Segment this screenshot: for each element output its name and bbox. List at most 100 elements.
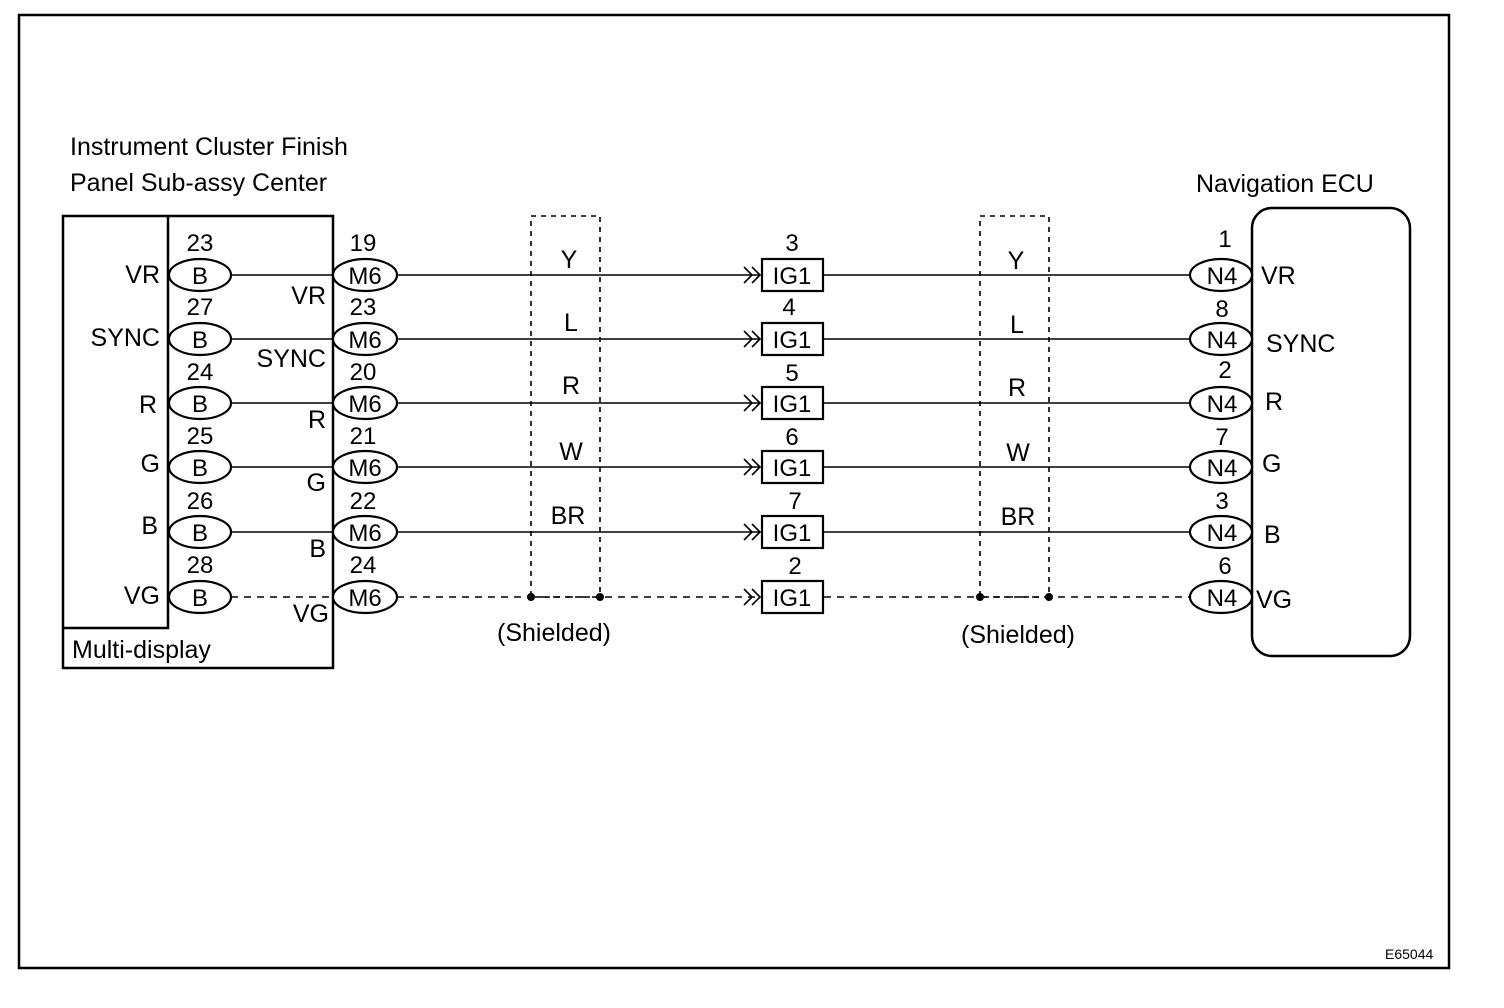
connector-arrow-icon <box>743 523 762 541</box>
left-pin-connector <box>167 257 233 293</box>
ig1-pin-number: 6 <box>785 424 798 451</box>
n4-pin-connector-label: N4 <box>1207 455 1238 482</box>
m6-pin-connector <box>331 257 399 293</box>
m6-pin-number: 24 <box>350 552 377 579</box>
ig1-pin-connector-label: IG1 <box>773 263 812 290</box>
right-pin-signal: VG <box>1256 586 1292 614</box>
m6-pin-connector-label: M6 <box>348 520 381 547</box>
wire-color-left: Y <box>561 246 578 274</box>
m6-pin-connector <box>331 385 399 421</box>
right-component-title: Navigation ECU <box>1196 170 1374 198</box>
ig1-pin-connector-label: IG1 <box>773 327 812 354</box>
n4-pin-number: 7 <box>1215 424 1228 451</box>
m6-pin-connector <box>331 321 399 357</box>
wire-color-left: R <box>562 372 580 400</box>
left-pin-connector <box>167 514 233 550</box>
left-pin-signal: G <box>141 450 160 478</box>
left-pin-connector <box>167 385 233 421</box>
m6-pin-signal: VR <box>291 282 326 310</box>
ig1-pin-connector-label: IG1 <box>773 520 812 547</box>
wire-color-right: BR <box>1001 503 1036 531</box>
left-pin-connector-label: B <box>192 263 208 290</box>
left-pin-connector-label: B <box>192 520 208 547</box>
left-pin-number: 23 <box>187 230 214 257</box>
wire-color-right: L <box>1010 311 1024 339</box>
n4-pin-connector <box>1188 385 1254 421</box>
wire-color-right: Y <box>1008 247 1025 275</box>
shield-left <box>530 215 601 598</box>
circuit-row-4: B B 26 B M6 22 BR IG1 7 BR N4 3 B <box>141 488 1280 563</box>
ig1-pin-number: 4 <box>782 294 795 321</box>
m6-pin-connector-label: M6 <box>348 263 381 290</box>
m6-pin-connector <box>331 449 399 485</box>
shield-label-left: (Shielded) <box>497 619 611 647</box>
left-pin-number: 24 <box>187 359 214 386</box>
n4-pin-connector <box>1188 257 1254 293</box>
connector-arrow-icon <box>743 588 762 606</box>
figure-frame <box>17 13 1451 970</box>
n4-pin-number: 3 <box>1215 488 1228 515</box>
m6-pin-connector-label: M6 <box>348 391 381 418</box>
right-pin-signal: G <box>1262 450 1281 478</box>
m6-pin-connector-label: M6 <box>348 455 381 482</box>
circuit-row-0: VR B 23 VR M6 19 Y IG1 3 Y N4 1 VR <box>125 226 1295 310</box>
wire-color-right: W <box>1006 439 1030 467</box>
ig1-pin-connector <box>760 514 825 550</box>
left-component-title-line2: Panel Sub-assy Center <box>70 169 327 197</box>
ig1-pin-number: 2 <box>788 553 801 580</box>
connector-arrow-icon <box>743 266 762 284</box>
circuit-row-1: SYNC B 27 SYNC M6 23 L IG1 4 L N4 8 SYNC <box>91 294 1336 373</box>
left-component-title-line1: Instrument Cluster Finish <box>70 133 348 161</box>
connector-arrow-icon <box>743 458 762 476</box>
m6-pin-number: 21 <box>350 423 377 450</box>
n4-pin-number: 1 <box>1218 226 1231 253</box>
ig1-pin-connector-label: IG1 <box>773 585 812 612</box>
n4-pin-connector-label: N4 <box>1207 520 1238 547</box>
ig1-pin-connector <box>760 385 825 421</box>
multi-display-outline <box>63 216 170 630</box>
left-pin-number: 27 <box>187 294 214 321</box>
ig1-pin-connector <box>760 579 825 615</box>
left-pin-connector-label: B <box>192 585 208 612</box>
circuit-row-2: R B 24 R M6 20 R IG1 5 R N4 2 R <box>139 357 1283 434</box>
ig1-pin-connector <box>760 257 825 293</box>
n4-pin-connector-label: N4 <box>1207 327 1238 354</box>
n4-pin-number: 2 <box>1218 357 1231 384</box>
n4-pin-number: 6 <box>1218 553 1231 580</box>
ig1-pin-number: 5 <box>785 360 798 387</box>
right-pin-signal: VR <box>1261 262 1296 290</box>
m6-pin-connector <box>331 579 399 615</box>
ig1-pin-connector-label: IG1 <box>773 455 812 482</box>
left-component-outline <box>61 214 335 670</box>
n4-pin-connector-label: N4 <box>1207 391 1238 418</box>
circuit-row-3: G B 25 G M6 21 W IG1 6 W N4 7 G <box>141 423 1282 497</box>
right-pin-signal: SYNC <box>1266 330 1335 358</box>
left-pin-connector-label: B <box>192 391 208 418</box>
left-pin-signal: SYNC <box>91 324 160 352</box>
multi-display-label: Multi-display <box>72 636 211 664</box>
left-pin-number: 28 <box>187 552 214 579</box>
m6-pin-number: 20 <box>350 359 377 386</box>
ig1-pin-connector <box>760 449 825 485</box>
ig1-pin-number: 7 <box>788 488 801 515</box>
n4-pin-connector-label: N4 <box>1207 585 1238 612</box>
left-pin-signal: B <box>141 512 158 540</box>
shield-left-drain-dot <box>596 593 604 601</box>
ig1-pin-connector-label: IG1 <box>773 391 812 418</box>
shield-label-right: (Shielded) <box>961 621 1075 649</box>
left-pin-connector <box>167 449 233 485</box>
m6-pin-number: 19 <box>350 230 377 257</box>
n4-pin-connector <box>1188 449 1254 485</box>
left-pin-connector <box>167 579 233 615</box>
m6-pin-connector-label: M6 <box>348 585 381 612</box>
n4-pin-connector <box>1188 579 1254 615</box>
left-pin-connector-label: B <box>192 455 208 482</box>
shield-right <box>979 215 1050 598</box>
right-pin-signal: R <box>1265 388 1283 416</box>
wire-color-right: R <box>1008 374 1026 402</box>
m6-pin-connector <box>331 514 399 550</box>
n4-pin-connector-label: N4 <box>1207 263 1238 290</box>
m6-pin-connector-label: M6 <box>348 327 381 354</box>
ig1-pin-connector <box>760 321 825 357</box>
